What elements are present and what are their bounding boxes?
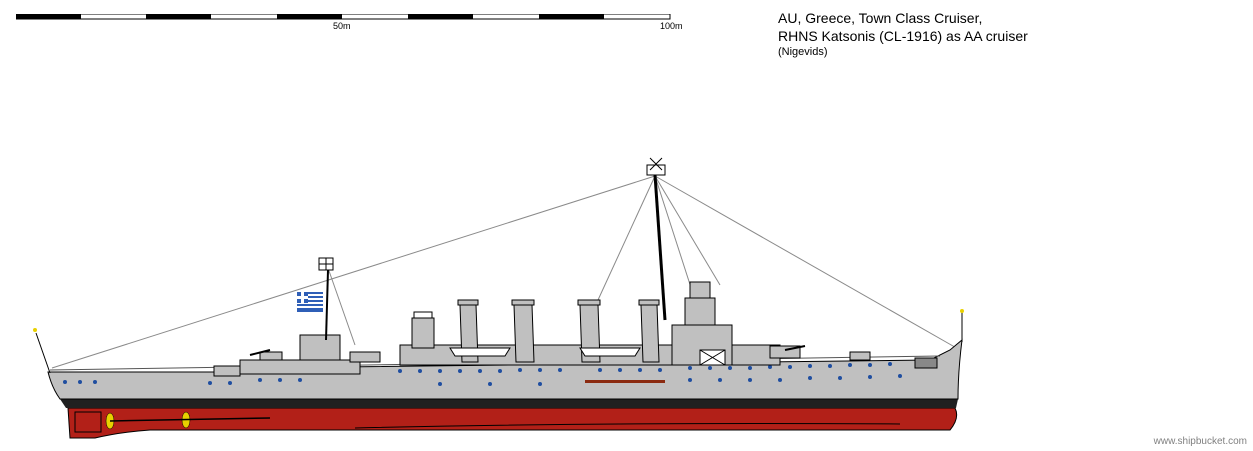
scale-label-50m: 50m [333,21,351,31]
hull-boot-top [60,399,958,408]
greek-flag-icon [297,292,323,312]
title-line-1: AU, Greece, Town Class Cruiser, [778,10,983,26]
author-credit: (Nigevids) [778,46,828,58]
rigging-lines [51,175,961,369]
hull-underwater [67,407,958,439]
hull-topsides [47,338,963,400]
scale-bar [16,14,671,20]
portholes [63,362,902,386]
drawing-title: AU, Greece, Town Class Cruiser, RHNS Kat… [778,9,1028,45]
funnels [457,299,660,363]
title-line-2: RHNS Katsonis (CL-1916) as AA cruiser [778,28,1028,44]
site-credit: www.shipbucket.com [1153,436,1247,447]
scale-label-100m: 100m [660,21,683,31]
